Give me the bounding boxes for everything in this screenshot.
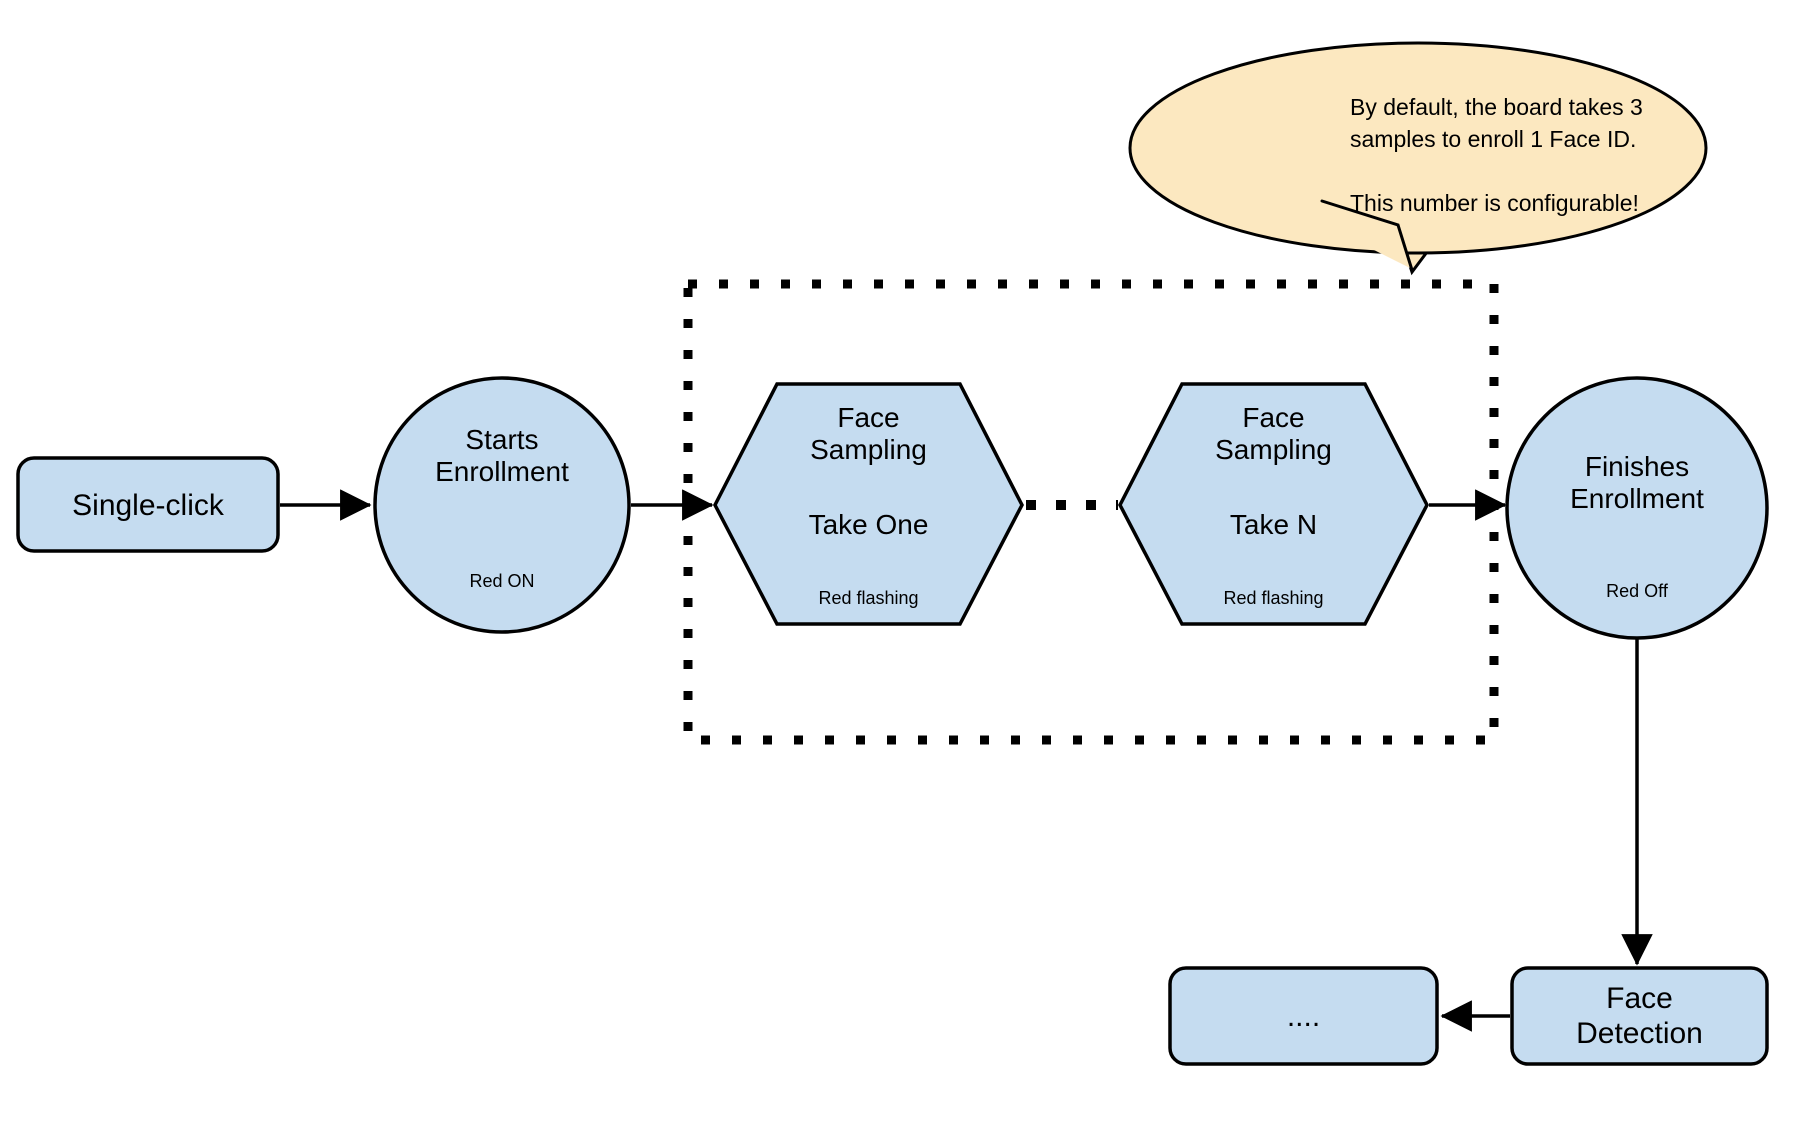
callout-tail-outline xyxy=(1320,199,1414,272)
node-starts-enrollment[interactable] xyxy=(373,376,631,634)
node-face-sampling-n[interactable] xyxy=(1118,382,1429,626)
node-single-click[interactable] xyxy=(16,456,280,553)
callout-bubble xyxy=(1128,41,1708,255)
node-face-sampling-one[interactable] xyxy=(713,382,1024,626)
callout-tail-cover xyxy=(1330,226,1412,269)
node-ellipsis-next[interactable] xyxy=(1168,966,1439,1066)
node-finishes-enrollment[interactable] xyxy=(1505,376,1769,640)
node-face-detection[interactable] xyxy=(1510,966,1769,1066)
